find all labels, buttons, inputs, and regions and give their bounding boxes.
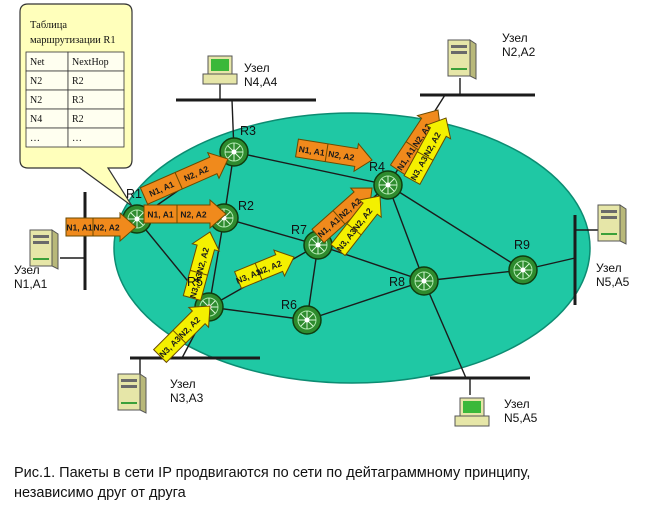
host-n5-bottom-computer-icon	[454, 397, 490, 427]
link-r6-r8	[306, 280, 425, 321]
routing-table-cell: N2	[30, 76, 42, 87]
link-r3-r4	[233, 151, 389, 186]
packet-field-src: N1, A1	[66, 223, 92, 233]
routing-table-cell: N4	[30, 114, 42, 125]
host-n3-computer-icon	[117, 373, 147, 414]
router-label-r7: R7	[291, 223, 307, 237]
packet-field-dst: N2, A2	[93, 223, 119, 233]
link-r5-r6	[208, 306, 308, 321]
router-label-r4: R4	[369, 160, 385, 174]
routing-table-header-cell: Net	[30, 57, 45, 68]
host-label-addr-n3: N3,A3	[170, 391, 204, 405]
caption-line-2: независимо друг от друга	[14, 485, 186, 501]
routing-table-cell: R3	[72, 95, 84, 106]
host-n1-computer-icon	[29, 229, 59, 270]
router-label-r1: R1	[126, 187, 142, 201]
routing-table-title-line-1: Таблица	[30, 20, 67, 31]
figure-caption: Рис.1. Пакеты в сети IP продвигаются по …	[14, 463, 634, 503]
routing-table-cell: N2	[30, 95, 42, 106]
link-r8-r9	[423, 269, 524, 282]
packet-field-dst: N2, A2	[328, 149, 356, 163]
packet-orange-arrow-2: N1, A1 N2, A2	[143, 198, 227, 230]
link-r4-r8	[387, 184, 425, 282]
packet-field-src: N1, A1	[298, 144, 326, 158]
routing-table-cell: …	[30, 133, 40, 144]
router-r4-icon	[373, 170, 403, 200]
host-label-addr-n5-right: N5,A5	[596, 275, 630, 289]
host-label-word-n1: Узел	[14, 263, 40, 277]
router-r8-icon	[409, 266, 439, 296]
link-r7-r8	[317, 244, 425, 282]
host-label-word-n2: Узел	[502, 31, 528, 45]
host-n5-right-computer-icon	[597, 204, 627, 245]
router-label-r5: R5	[187, 275, 203, 289]
router-label-r6: R6	[281, 298, 297, 312]
network-ellipse	[113, 112, 591, 384]
router-label-r9: R9	[514, 238, 530, 252]
router-label-r3: R3	[240, 124, 256, 138]
host-n2-computer-icon	[447, 39, 477, 80]
routing-table-cell: R2	[72, 114, 84, 125]
host-label-addr-n2: N2,A2	[502, 45, 536, 59]
link-r2-r7	[223, 217, 319, 246]
host-label-word-n5-bottom: Узел	[504, 397, 530, 411]
host-label-addr-n1: N1,A1	[14, 277, 48, 291]
packet-field-dst: N2, A2	[180, 210, 206, 220]
caption-line-1: Рис.1. Пакеты в сети IP продвигаются по …	[14, 465, 531, 481]
link-r2-r5	[208, 217, 225, 308]
router-r6-icon	[292, 305, 322, 335]
host-label-addr-n4: N4,A4	[244, 75, 278, 89]
host-label-word-n5-right: Узел	[596, 261, 622, 275]
link-r8-bus-n5	[423, 280, 467, 379]
host-n4-computer-icon	[202, 55, 238, 85]
host-label-word-n4: Узел	[244, 61, 270, 75]
host-label-word-n3: Узел	[170, 377, 196, 391]
routing-table-cell: …	[72, 133, 82, 144]
packet-field-src: N1, A1	[147, 210, 173, 220]
link-r4-r9	[387, 184, 524, 271]
routing-table-title-line-2: маршрутизации R1	[30, 35, 116, 46]
router-label-r2: R2	[238, 199, 254, 213]
routing-table-header-cell: NextHop	[72, 57, 109, 68]
host-label-addr-n5-bottom: N5,A5	[504, 411, 538, 425]
router-r9-icon	[508, 255, 538, 285]
routing-table-cell: R2	[72, 76, 84, 87]
router-label-r8: R8	[389, 275, 405, 289]
